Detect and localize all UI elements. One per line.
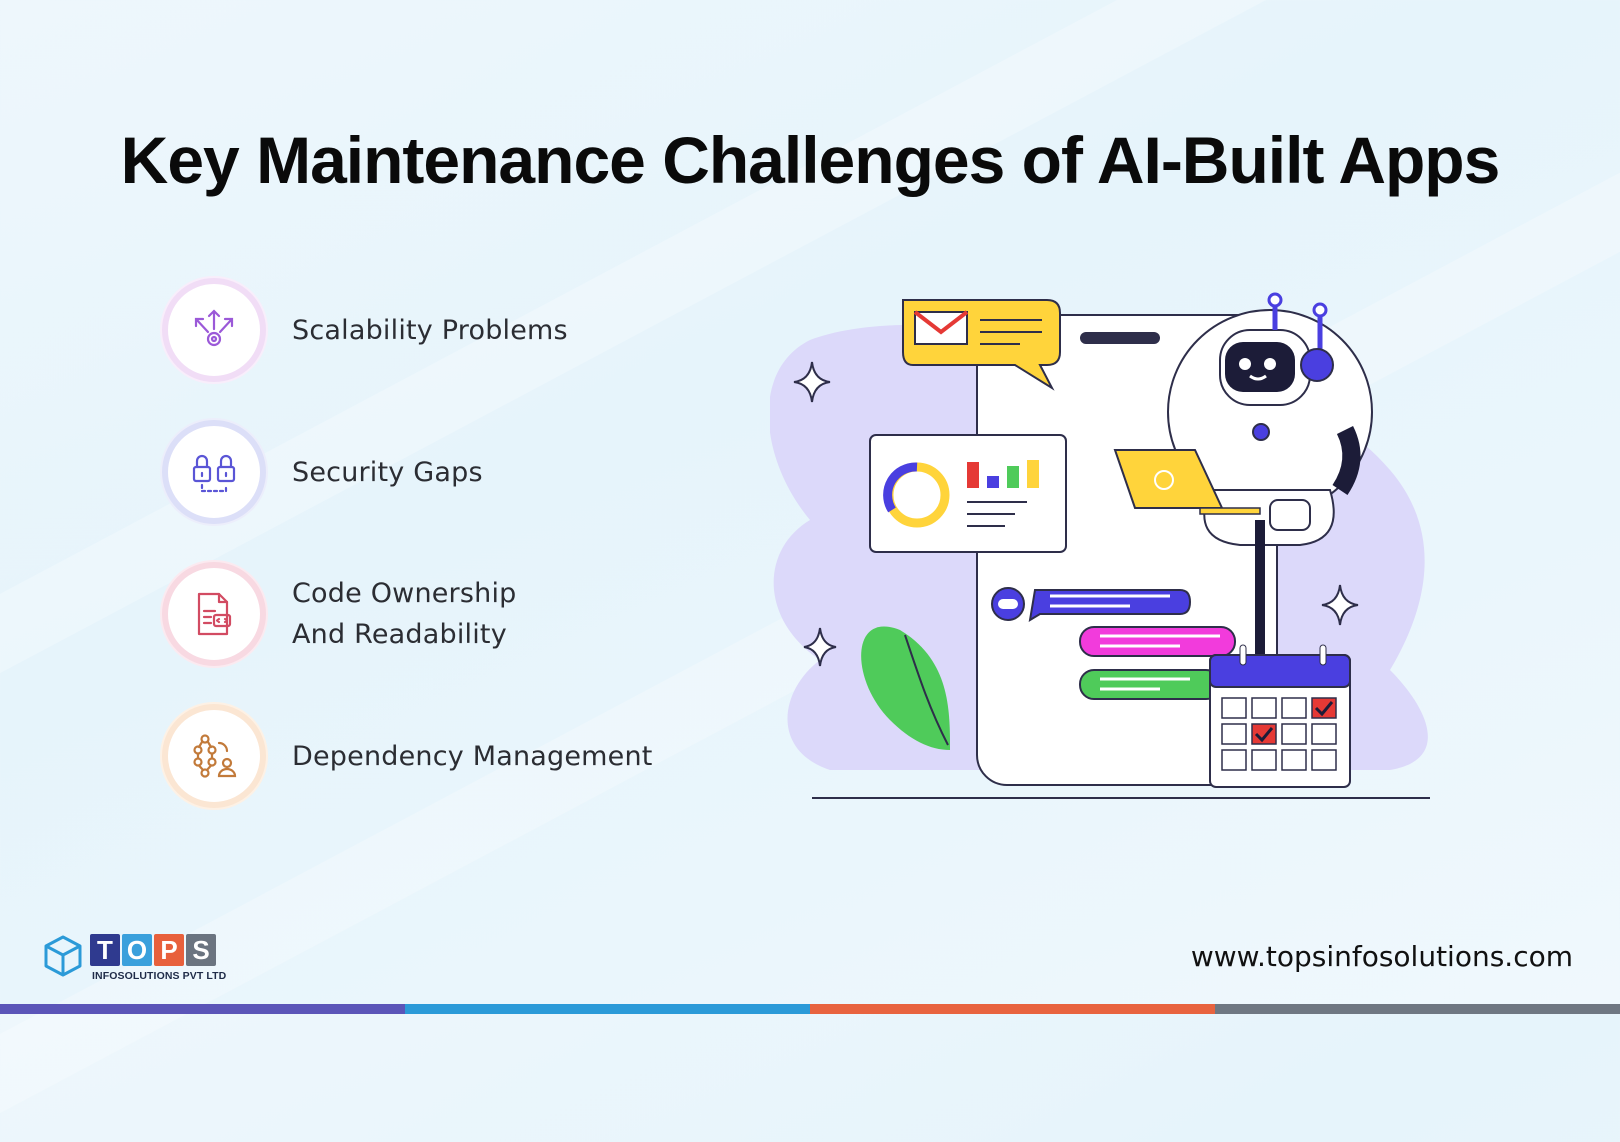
- logo-letter: O: [122, 934, 152, 966]
- robot-icon: [1167, 292, 1373, 546]
- challenge-label: Code Ownership And Readability: [292, 578, 517, 650]
- challenge-label: Dependency Management: [292, 740, 653, 772]
- logo-wordmark: T O P S: [90, 934, 216, 966]
- dependency-people-icon: [193, 734, 237, 778]
- website-url[interactable]: www.topsinfosolutions.com: [1190, 940, 1573, 973]
- scalability-badge: [162, 278, 266, 382]
- challenge-item-security: Security Gaps: [162, 420, 483, 524]
- laptop-icon: [1113, 449, 1311, 531]
- padlocks-icon: [192, 454, 236, 493]
- logo-subtitle: INFOSOLUTIONS PVT LTD: [92, 970, 227, 982]
- code-document-icon: [197, 592, 232, 636]
- page-title: Key Maintenance Challenges of AI-Built A…: [120, 123, 1501, 198]
- cube-logo-icon: [44, 935, 82, 977]
- plant-leaf-icon: [861, 626, 950, 750]
- bar-segment: [1215, 1004, 1620, 1014]
- calendar-icon: [1209, 644, 1351, 788]
- logo-letter: T: [90, 934, 120, 966]
- bar-segment: [810, 1004, 1215, 1014]
- brand-color-bar: [0, 1004, 1620, 1014]
- challenge-item-code-ownership: Code Ownership And Readability: [162, 562, 516, 666]
- dependency-badge: [162, 704, 266, 808]
- challenge-item-scalability: Scalability Problems: [162, 278, 568, 382]
- scalability-gear-icon: [194, 309, 234, 347]
- challenge-item-dependency: Dependency Management: [162, 704, 653, 808]
- sparkle-icon: [793, 361, 1359, 667]
- challenge-label: Security Gaps: [292, 456, 483, 488]
- tops-logo: T O P S INFOSOLUTIONS PVT LTD: [42, 934, 226, 982]
- logo-letter: P: [154, 934, 184, 966]
- challenge-label: Scalability Problems: [292, 314, 568, 346]
- dashboard-card: [869, 434, 1067, 553]
- code-ownership-badge: [162, 562, 266, 666]
- bar-segment: [405, 1004, 810, 1014]
- logo-letter: S: [186, 934, 216, 966]
- mail-bubble: [902, 299, 1061, 391]
- security-badge: [162, 420, 266, 524]
- chat-messages: [991, 587, 1236, 700]
- bar-segment: [0, 1004, 405, 1014]
- ai-robot-illustration: [770, 292, 1430, 799]
